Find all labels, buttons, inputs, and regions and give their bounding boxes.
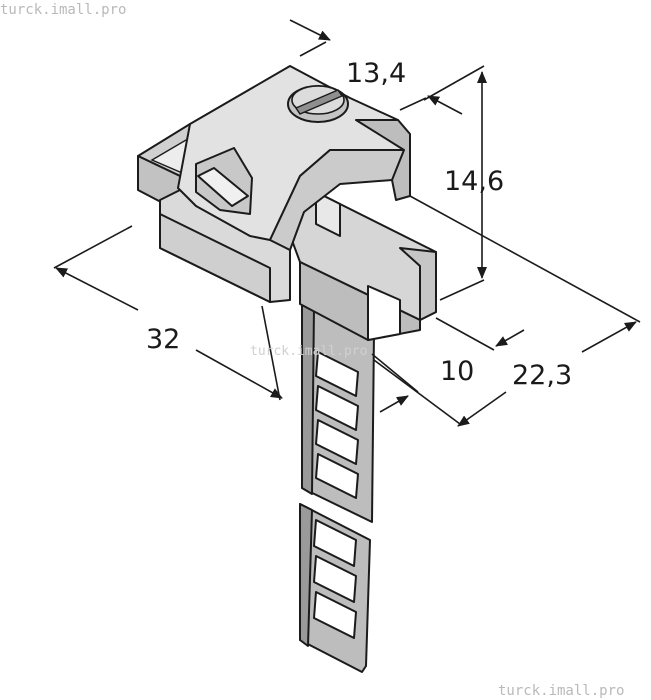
label-22-3: 22,3 [512, 360, 572, 391]
watermark-top-left: turck.imall.pro [0, 2, 126, 18]
label-10: 10 [440, 356, 474, 387]
strap-upper [301, 299, 375, 523]
watermark-bottom-right: turck.imall.pro [498, 683, 624, 699]
label-14-6: 14,6 [444, 166, 504, 197]
dimension-width-top: 13,4 [289, 19, 463, 115]
label-13-4: 13,4 [346, 58, 406, 89]
rail [279, 191, 437, 341]
dimension-depth: 22,3 [373, 195, 641, 427]
dimension-length: 32 [53, 225, 283, 401]
dimension-rail-width: 10 [371, 317, 525, 413]
dimension-height: 14,6 [423, 65, 504, 301]
screw [287, 85, 349, 123]
watermark-center: turck.imall.pro [250, 344, 367, 359]
label-32: 32 [146, 324, 180, 355]
strap-lower [299, 503, 371, 673]
